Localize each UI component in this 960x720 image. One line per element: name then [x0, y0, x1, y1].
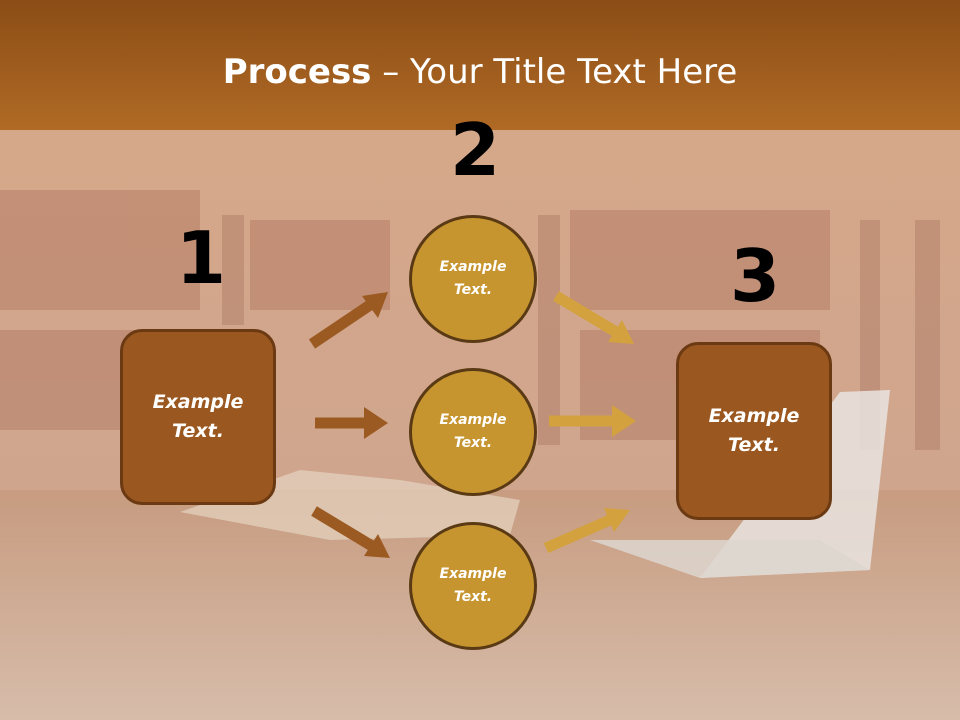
right-step-box: Example Text.	[676, 342, 832, 520]
circle-bottom-line1: Example	[439, 566, 507, 582]
title-rest: – Your Title Text Here	[371, 52, 738, 92]
left-box-line1: Example	[152, 391, 244, 413]
step-number-2: 2	[450, 108, 501, 192]
left-step-box: Example Text.	[120, 329, 276, 505]
circle-bottom-line2: Text.	[453, 589, 493, 605]
circle-top-line1: Example	[439, 259, 507, 275]
slide-title: Process – Your Title Text Here	[0, 52, 960, 92]
right-box-line2: Text.	[728, 434, 780, 456]
right-box-line1: Example	[708, 405, 800, 427]
circle-top-line2: Text.	[453, 282, 493, 298]
arrow-right-down	[553, 291, 634, 344]
left-box-line2: Text.	[172, 420, 224, 442]
arrow-left-down	[311, 506, 390, 558]
step-number-1: 1	[176, 216, 227, 300]
arrow-left-up	[308, 292, 388, 349]
title-bold: Process	[222, 52, 372, 92]
arrow-right-up	[543, 508, 630, 554]
circle-top: Example Text.	[409, 215, 537, 343]
circle-middle-line1: Example	[439, 412, 507, 428]
circle-bottom: Example Text.	[409, 522, 537, 650]
arrow-left-mid	[315, 407, 388, 439]
step-number-3: 3	[730, 234, 781, 318]
circle-middle-line2: Text.	[453, 435, 493, 451]
circle-middle: Example Text.	[409, 368, 537, 496]
arrow-right-mid	[549, 405, 636, 437]
